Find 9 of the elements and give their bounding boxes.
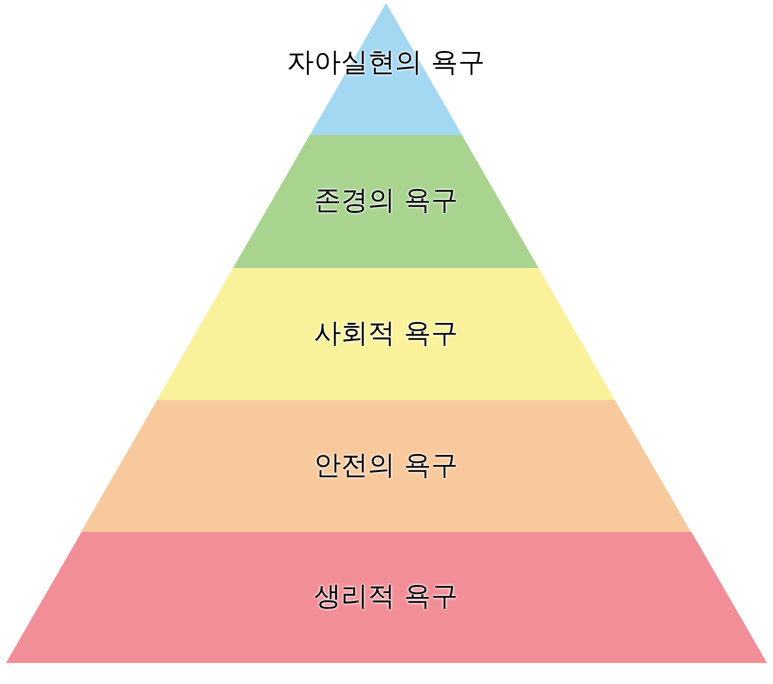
pyramid-level <box>6 532 766 663</box>
level-label: 안전의 욕구 <box>314 448 458 483</box>
level-label: 자아실현의 욕구 <box>287 46 485 80</box>
level-label: 생리적 욕구 <box>314 580 458 614</box>
pyramid-level <box>81 400 691 532</box>
pyramid-level <box>157 268 615 400</box>
pyramid-level <box>233 135 539 268</box>
level-label: 존경의 욕구 <box>314 184 458 218</box>
level-label: 사회적 욕구 <box>314 316 458 351</box>
